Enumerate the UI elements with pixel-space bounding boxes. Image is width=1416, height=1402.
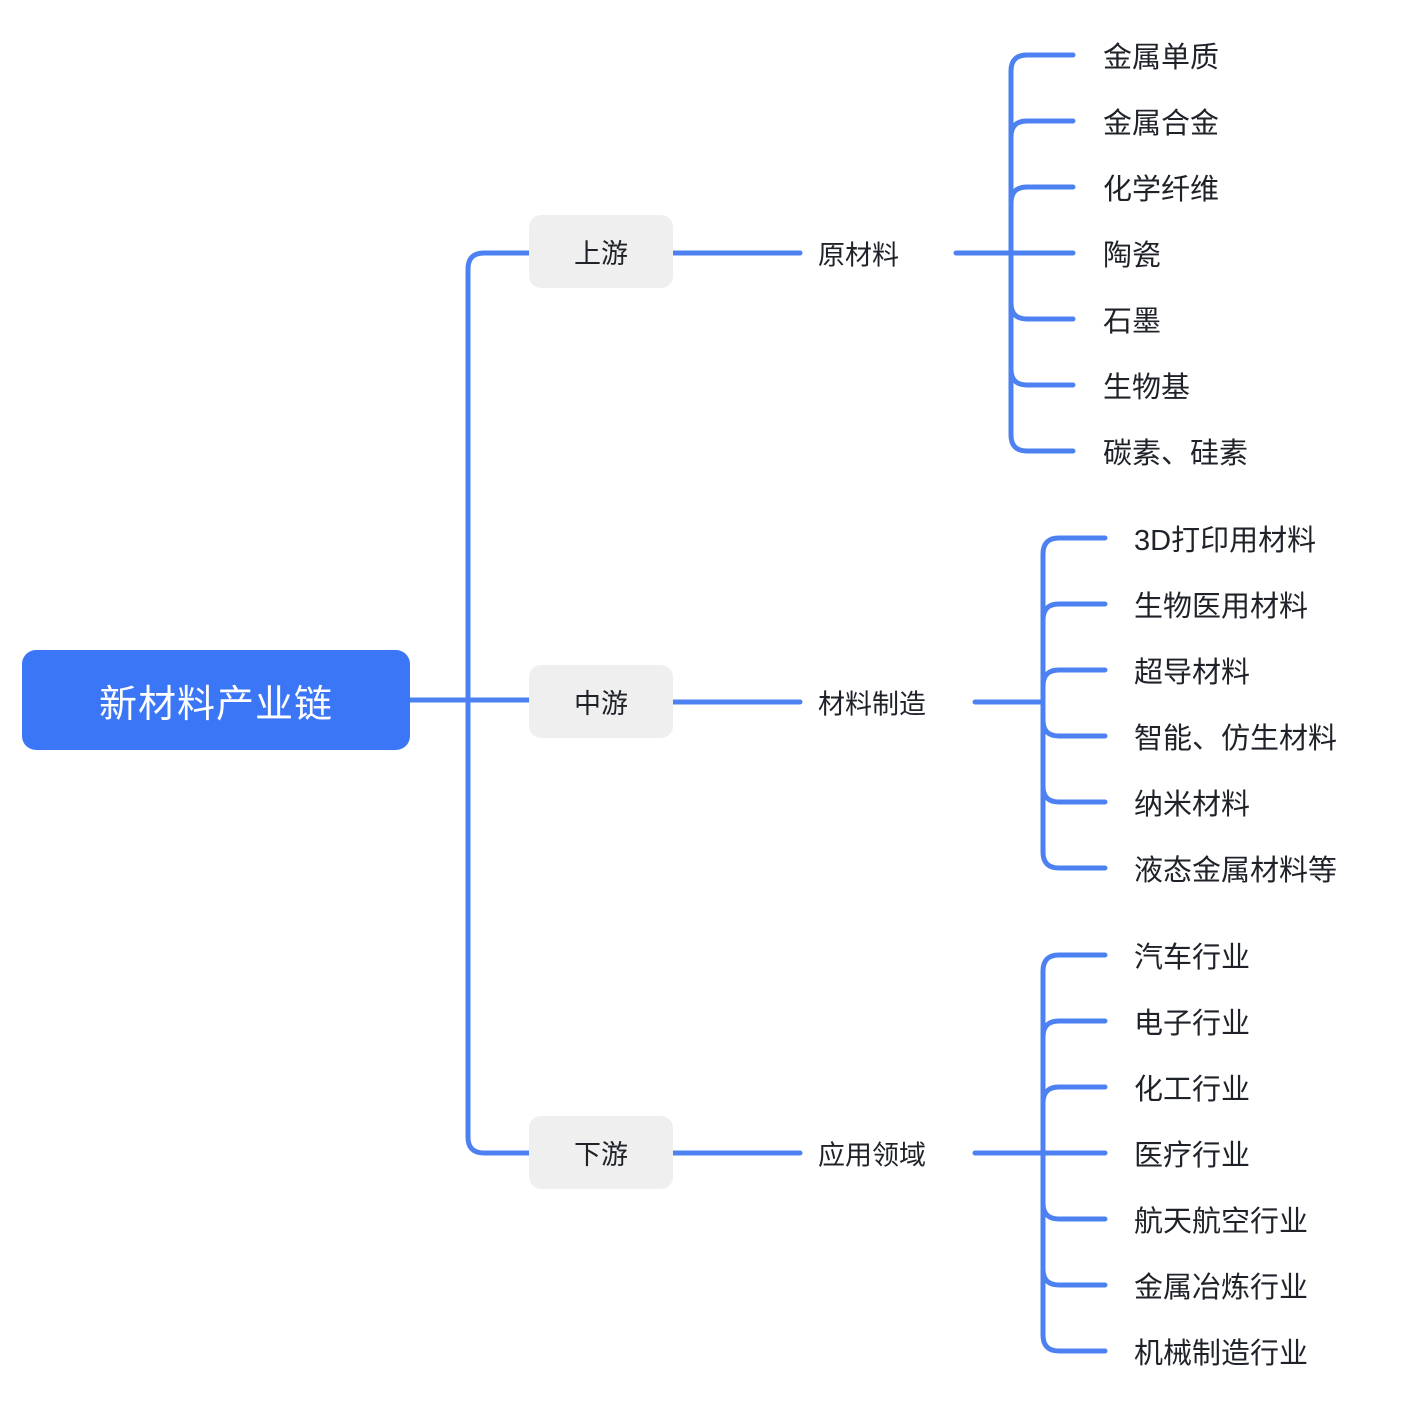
leaf-midstream-1[interactable]: 3D打印用材料	[1134, 525, 1317, 557]
wire-g3-leaf-1	[1040, 952, 1108, 1156]
wire-g1-leaf-3	[1008, 184, 1076, 256]
root-node[interactable]: 新材料产业链	[22, 650, 410, 750]
branch-node-midstream[interactable]: 中游	[529, 665, 673, 738]
branch-node-upstream[interactable]: 上游	[529, 215, 673, 288]
leaf-upstream-6[interactable]: 生物基	[1103, 372, 1191, 404]
category-label-material-manufacturing[interactable]: 材料制造	[818, 689, 926, 720]
category-label-application-fields[interactable]: 应用领域	[818, 1140, 926, 1171]
wire-g3-leaf-5	[1040, 1150, 1108, 1222]
leaf-downstream-3[interactable]: 化工行业	[1134, 1074, 1251, 1106]
branch-node-upstream-label: 上游	[574, 239, 628, 269]
wire-g3-leaf-2	[1040, 1018, 1108, 1156]
leaf-downstream-4[interactable]: 医疗行业	[1134, 1140, 1251, 1172]
leaf-upstream-5[interactable]: 石墨	[1103, 306, 1162, 338]
wire-g1-leaf-1	[1008, 52, 1076, 256]
root-node-label: 新材料产业链	[98, 683, 333, 726]
leaf-upstream-2[interactable]: 金属合金	[1103, 108, 1220, 140]
branch-node-downstream-label: 下游	[574, 1140, 628, 1170]
leaf-upstream-7[interactable]: 碳素、硅素	[1103, 438, 1249, 470]
leaf-downstream-2[interactable]: 电子行业	[1134, 1008, 1251, 1040]
wire-trunk-up	[465, 250, 532, 703]
wire-g1-leaf-2	[1008, 118, 1076, 256]
wire-g1-leaf-7	[1008, 250, 1076, 454]
wire-g2-leaf-5	[1040, 699, 1108, 805]
leaf-upstream-4[interactable]: 陶瓷	[1103, 240, 1162, 272]
leaf-midstream-6[interactable]: 液态金属材料等	[1134, 855, 1338, 887]
wire-g1-leaf-5	[1008, 250, 1076, 322]
leaf-midstream-2[interactable]: 生物医用材料	[1134, 591, 1309, 623]
leaf-upstream-1[interactable]: 金属单质	[1103, 42, 1220, 74]
leaf-midstream-5[interactable]: 纳米材料	[1134, 789, 1251, 821]
branch-node-midstream-label: 中游	[574, 689, 628, 719]
category-label-raw-materials[interactable]: 原材料	[818, 240, 899, 271]
wire-g2-leaf-6	[1040, 699, 1108, 871]
wire-g3-leaf-3	[1040, 1084, 1108, 1156]
wire-g3-leaf-7	[1040, 1150, 1108, 1354]
wire-trunk-down	[465, 697, 532, 1156]
leaf-downstream-1[interactable]: 汽车行业	[1134, 942, 1251, 974]
wire-g2-leaf-4	[1040, 699, 1108, 739]
wire-g2-leaf-3	[1040, 667, 1108, 705]
branch-node-downstream[interactable]: 下游	[529, 1116, 673, 1189]
wire-g1-leaf-6	[1008, 250, 1076, 388]
leaf-upstream-3[interactable]: 化学纤维	[1103, 174, 1220, 206]
leaf-downstream-7[interactable]: 机械制造行业	[1134, 1338, 1309, 1370]
wire-g2-leaf-2	[1040, 601, 1108, 705]
leaf-downstream-5[interactable]: 航天航空行业	[1134, 1206, 1309, 1238]
wire-g3-leaf-6	[1040, 1150, 1108, 1288]
leaf-downstream-6[interactable]: 金属冶炼行业	[1134, 1272, 1309, 1304]
leaf-midstream-3[interactable]: 超导材料	[1134, 657, 1251, 689]
leaf-midstream-4[interactable]: 智能、仿生材料	[1134, 723, 1338, 755]
wire-g2-leaf-1	[1040, 535, 1108, 705]
